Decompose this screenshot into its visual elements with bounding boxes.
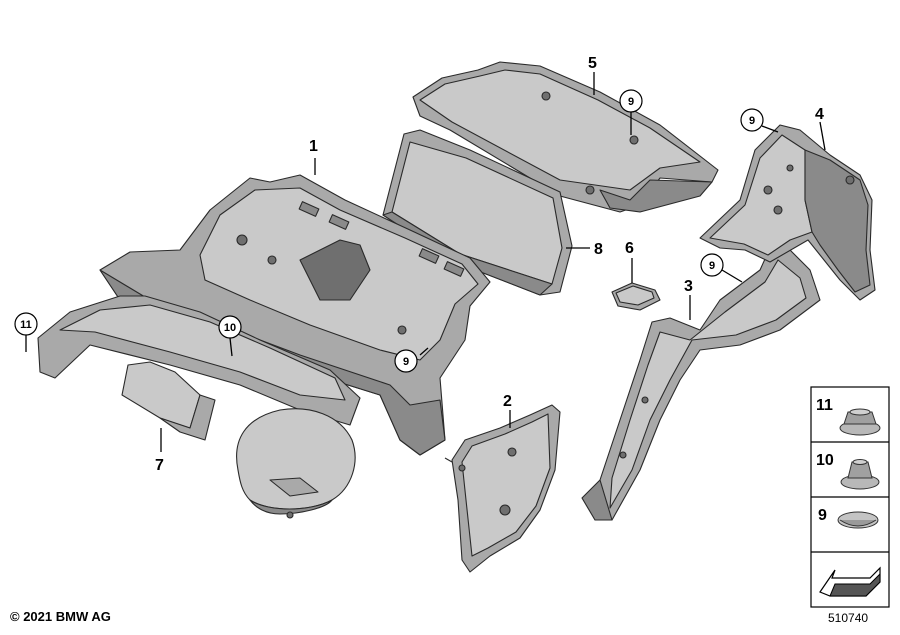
callout-labels: 1 2 3 4 5 6 7 8	[155, 55, 824, 474]
svg-text:10: 10	[224, 322, 236, 334]
part-3-wheel-arch-insulation	[581, 247, 821, 521]
circled-callout-11: 11	[14, 312, 38, 336]
svg-text:9: 9	[749, 115, 755, 127]
callout-2: 2	[503, 393, 512, 410]
circled-callout-10: 10	[218, 315, 242, 339]
legend-label-9: 9	[818, 507, 827, 524]
legend-label-10: 10	[816, 452, 834, 469]
part-6-pad	[611, 282, 661, 311]
callout-6: 6	[625, 240, 634, 257]
svg-text:9: 9	[628, 96, 634, 108]
hardware-legend: 11 10 9	[810, 386, 890, 608]
legend-label-11: 11	[816, 397, 833, 414]
cage-nut-icon	[840, 459, 880, 490]
callout-5: 5	[588, 55, 597, 72]
callout-3: 3	[684, 278, 693, 295]
circled-callout-9-side-wall: 9	[740, 108, 764, 132]
part-cross-member-insulation	[37, 295, 361, 426]
svg-text:9: 9	[709, 260, 715, 272]
circled-callout-9-wheel-arch: 9	[700, 253, 724, 277]
direction-arrow-icon	[819, 566, 881, 597]
svg-text:11: 11	[20, 319, 32, 331]
part-7-heat-shield	[121, 361, 216, 441]
svg-text:9: 9	[403, 356, 409, 368]
part-8-rear-wall-insulation	[382, 129, 573, 296]
callout-7: 7	[155, 457, 164, 474]
diagram-number: 510740	[828, 611, 869, 625]
callout-1: 1	[309, 138, 318, 155]
circled-callouts: 9 9 9 9 10 11	[14, 89, 764, 373]
circled-callout-9-shelf: 9	[619, 89, 643, 113]
part-tunnel-heat-shield	[236, 408, 356, 519]
callout-8: 8	[594, 241, 603, 258]
part-4-side-wall-insulation	[699, 124, 876, 301]
part-5-shelf-insulation	[412, 61, 719, 213]
callout-4: 4	[815, 106, 824, 123]
leader-lines	[25, 72, 826, 452]
copyright-text: © 2021 BMW AG	[10, 609, 111, 624]
flange-nut-icon	[839, 408, 881, 436]
circled-callout-9-floor: 9	[394, 349, 418, 373]
push-clip-icon	[837, 511, 879, 529]
part-2-side-panel-insulation	[444, 404, 561, 573]
